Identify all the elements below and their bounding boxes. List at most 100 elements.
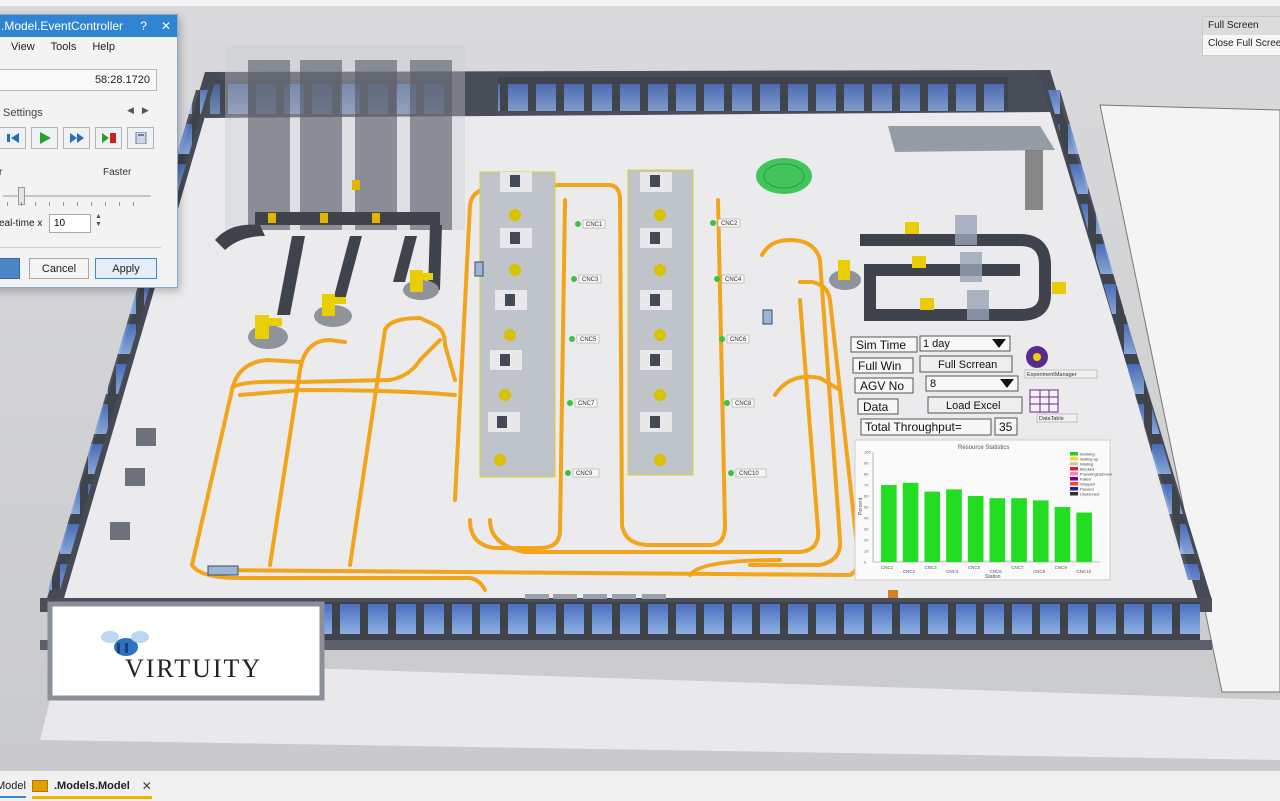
chart-x-tick-label: CNC10 — [1076, 569, 1091, 574]
close-full-screen-menu-item[interactable]: Close Full Screen — [1208, 38, 1280, 49]
faster-label: Faster — [103, 167, 132, 178]
chevron-right-icon[interactable]: ▶ — [141, 105, 149, 115]
chart-x-tick-label: CNC9 — [1055, 565, 1068, 570]
load-excel-button-label: Load Excel — [946, 400, 1000, 412]
realtime-spinner[interactable]: ▲▼ — [95, 213, 102, 228]
full-screen-button[interactable] — [919, 355, 1013, 373]
speed-slider[interactable] — [3, 195, 151, 197]
bee-logo-icon — [101, 631, 149, 656]
ok-button[interactable] — [0, 258, 20, 279]
settings-label: Settings — [3, 107, 43, 119]
chart-bar-cnc2 — [902, 482, 919, 562]
legend-label: Failed — [1080, 477, 1091, 482]
factory-scene: CNC1 CNC3 CNC5 CNC7 CNC9 CNC2 CNC4 CNC6 … — [0, 0, 1280, 770]
chart-bar-cnc7 — [1011, 498, 1027, 562]
cnc-label: CNC2 — [721, 221, 738, 227]
apply-button[interactable]: Apply — [95, 258, 157, 279]
tab-model[interactable]: Model — [0, 776, 26, 798]
chart-y-tick-label: 70 — [864, 483, 869, 488]
chart-x-tick-label: CNC6 — [990, 569, 1003, 574]
right-conveyor — [860, 234, 1051, 321]
chart-x-tick-label: CNC3 — [924, 565, 937, 570]
fullscreen-menu: Full Screen Close Full Screen — [1202, 16, 1280, 56]
full-screen-menu-item[interactable]: Full Screen — [1203, 17, 1280, 35]
chart-y-tick-label: 10 — [864, 549, 869, 554]
chart-x-tick-label: CNC8 — [1033, 569, 1046, 574]
agv-no-dropdown[interactable] — [925, 375, 1019, 392]
virtuity-logo-panel: VIRTUITY — [47, 601, 325, 701]
legend-label: Waiting — [1080, 462, 1093, 467]
throughput-label: Total Throughput= — [865, 420, 962, 434]
data-label: Data — [863, 400, 889, 414]
cancel-button[interactable]: Cancel — [29, 258, 89, 279]
cnc-label: CNC1 — [586, 222, 603, 228]
chevron-left-icon[interactable]: ◀ — [127, 105, 134, 115]
calculator-button[interactable] — [127, 127, 154, 149]
chevron-down-icon[interactable] — [992, 339, 1006, 348]
experiment-manager-label: ExperimentManager — [1027, 372, 1077, 378]
chevron-down-icon[interactable] — [1000, 379, 1014, 388]
realtime-factor-input[interactable] — [49, 214, 91, 233]
document-tab-bar: Model .Models.Model ✕ — [0, 770, 1280, 801]
help-icon[interactable]: ? — [140, 19, 147, 33]
resource-statistics-chart: Resource Statistics Percent Station 0102… — [854, 439, 1112, 581]
menu-help[interactable]: Help — [92, 41, 115, 53]
reset-icon — [6, 133, 19, 143]
cnc-label: CNC5 — [580, 337, 597, 343]
chart-x-tick-label: CNC5 — [968, 565, 981, 570]
legend-swatch — [1070, 487, 1078, 491]
full-screen-button-label: Full Scrrean — [938, 359, 997, 371]
event-controller-dialog[interactable]: .Model.EventController ? ✕ View Tools He… — [0, 14, 178, 288]
legend-swatch — [1070, 462, 1078, 466]
legend-label: Setting-up — [1080, 457, 1099, 462]
chart-bar-cnc4 — [946, 489, 962, 562]
agv-no-value: 8 — [930, 378, 936, 390]
legend-swatch — [1070, 452, 1078, 456]
dialog-titlebar[interactable]: .Model.EventController ? ✕ — [0, 15, 177, 37]
cnc-label: CNC3 — [582, 277, 599, 283]
chart-y-tick-label: 50 — [864, 505, 869, 510]
chart-x-tick-label: CNC4 — [946, 569, 959, 574]
dialog-separator — [0, 247, 161, 248]
sim-time-label: Sim Time — [856, 338, 906, 352]
tab-models-model[interactable]: .Models.Model ✕ — [32, 776, 152, 799]
legend-label: Unplanned — [1080, 492, 1099, 497]
chart-y-tick-label: 90 — [864, 461, 869, 466]
dialog-title: .Model.EventController — [1, 19, 124, 33]
close-icon[interactable]: ✕ — [141, 779, 152, 793]
reset-button[interactable] — [0, 127, 26, 149]
fast-forward-button[interactable] — [63, 127, 90, 149]
load-excel-button[interactable] — [927, 396, 1023, 414]
control-panel: Sim Time 1 day Full Win Full Scrrean AGV… — [850, 335, 1098, 436]
legend-swatch — [1070, 467, 1078, 471]
slower-label: r — [0, 167, 3, 178]
chart-y-tick-label: 20 — [864, 538, 869, 543]
robot-arms-left — [248, 270, 439, 349]
chart-title: Resource Statistics — [958, 445, 1009, 451]
model-icon — [32, 780, 48, 792]
cnc-label: CNC7 — [578, 401, 595, 407]
chart-x-tick-label: CNC1 — [881, 565, 894, 570]
chart-ylabel: Percent — [858, 497, 864, 515]
chart-y-tick-label: 60 — [864, 494, 869, 499]
full-win-label: Full Win — [858, 359, 901, 373]
chart-y-tick-label: 30 — [864, 527, 869, 532]
3d-viewport[interactable]: CNC1 CNC3 CNC5 CNC7 CNC9 CNC2 CNC4 CNC6 … — [0, 0, 1280, 770]
play-button[interactable] — [31, 127, 58, 149]
play-icon — [39, 132, 51, 144]
close-icon[interactable]: ✕ — [160, 19, 171, 33]
legend-swatch — [1070, 457, 1078, 461]
legend-swatch — [1070, 472, 1078, 476]
stop-button[interactable] — [95, 127, 122, 149]
sim-time-value: 1 day — [923, 338, 950, 350]
datatable-icon[interactable] — [1029, 389, 1059, 413]
settings-nav: ◀ ▶ — [127, 105, 149, 116]
playback-controls — [0, 127, 154, 149]
menu-view[interactable]: View — [11, 41, 35, 53]
sim-time-dropdown[interactable] — [919, 335, 1011, 352]
speed-slider-ticks — [7, 202, 147, 206]
cnc-label: CNC6 — [730, 337, 747, 343]
menu-tools[interactable]: Tools — [50, 41, 77, 53]
legend-label: Blocked — [1080, 467, 1094, 472]
cnc-label: CNC4 — [725, 277, 742, 283]
